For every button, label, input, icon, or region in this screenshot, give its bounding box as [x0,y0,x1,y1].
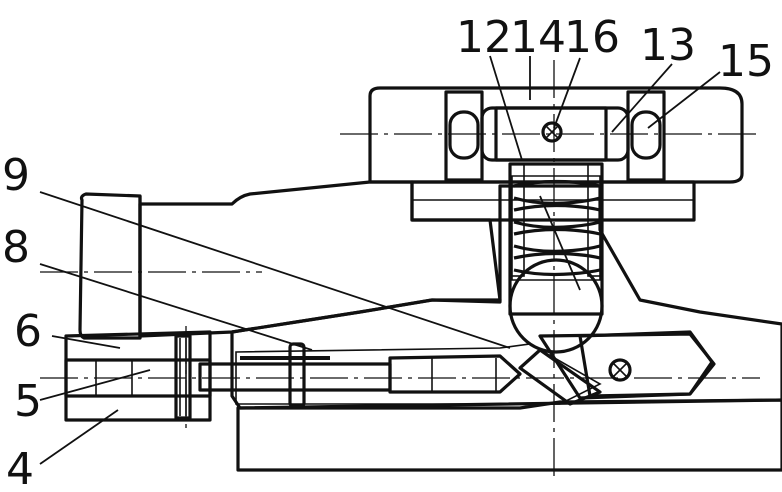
left-bushing [64,330,212,422]
leader-lines [39,55,721,465]
plunger-rod [198,342,522,408]
detent-ball [508,258,604,354]
callout-12: 12 [456,12,512,63]
callout-5: 5 [14,376,42,427]
callout-14: 14 [510,12,566,63]
callout-9: 9 [2,150,30,201]
callout-labels: 9 8 6 5 4 12 14 16 13 15 [2,12,774,492]
handwheel-housing [138,180,502,338]
callout-13: 13 [640,20,696,71]
callout-4: 4 [6,444,34,492]
cam-pin [518,332,716,406]
knurled-knob [78,192,142,340]
bearing-left [444,90,484,182]
callout-15: 15 [718,36,774,87]
base-plate [236,398,782,472]
callout-6: 6 [14,306,42,357]
callout-8: 8 [2,222,30,273]
compression-spring [509,163,603,281]
callout-16: 16 [564,12,620,63]
center-lines [40,60,760,480]
bearing-right [626,90,666,182]
